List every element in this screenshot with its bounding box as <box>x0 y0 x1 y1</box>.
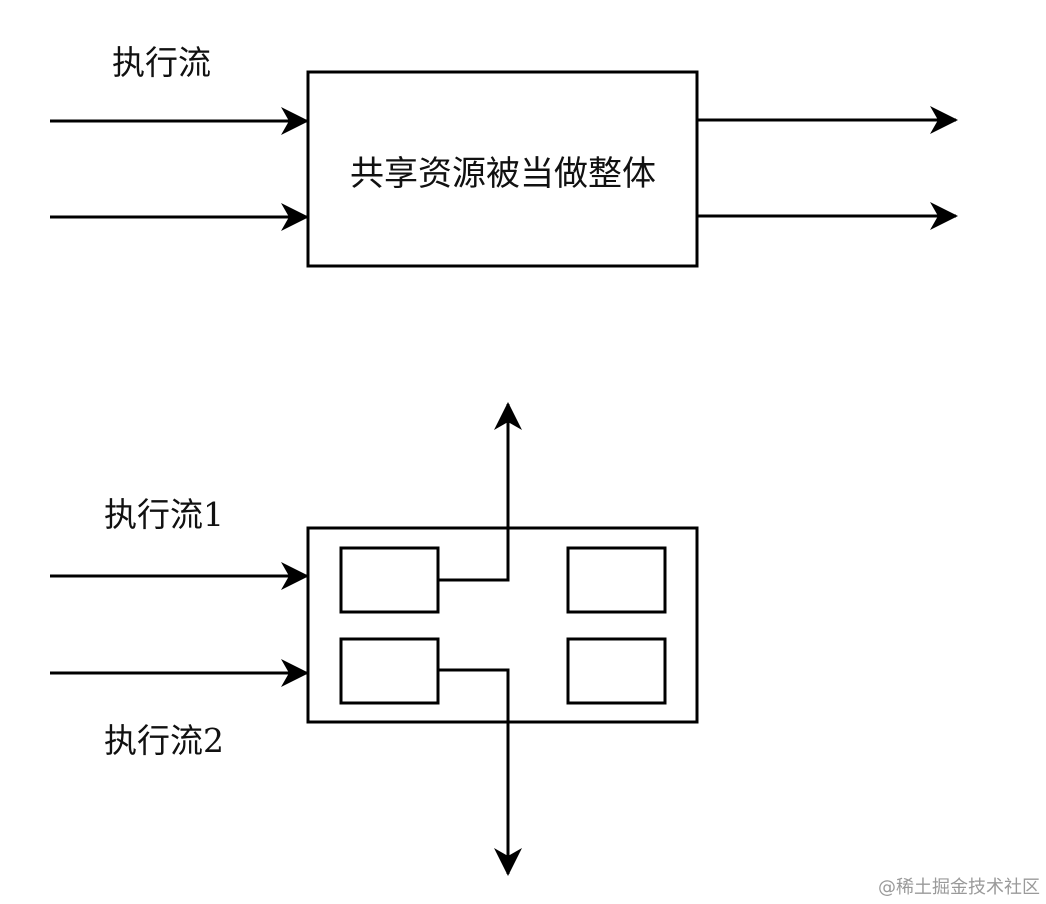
resource-block-bottom-left <box>339 637 440 705</box>
watermark-text: @稀土掘金技术社区 <box>878 877 1040 898</box>
resource-block-bottom-right <box>566 637 667 705</box>
bottom-diagram: 执行流1 执行流2 <box>50 402 699 876</box>
exec-flow-2-label: 执行流2 <box>104 721 224 760</box>
top-diagram: 执行流 共享资源被当做整体 <box>50 43 958 268</box>
resource-block-top-left <box>339 546 440 614</box>
top-exec-flow-label: 执行流 <box>112 43 211 82</box>
upward-output-arrow <box>438 402 522 582</box>
shared-resource-whole-box <box>306 70 699 268</box>
resource-block-top-right <box>566 546 667 614</box>
shared-resource-whole-title: 共享资源被当做整体 <box>350 154 656 194</box>
exec-flow-1-label: 执行流1 <box>104 495 224 534</box>
downward-output-arrow <box>438 668 522 876</box>
